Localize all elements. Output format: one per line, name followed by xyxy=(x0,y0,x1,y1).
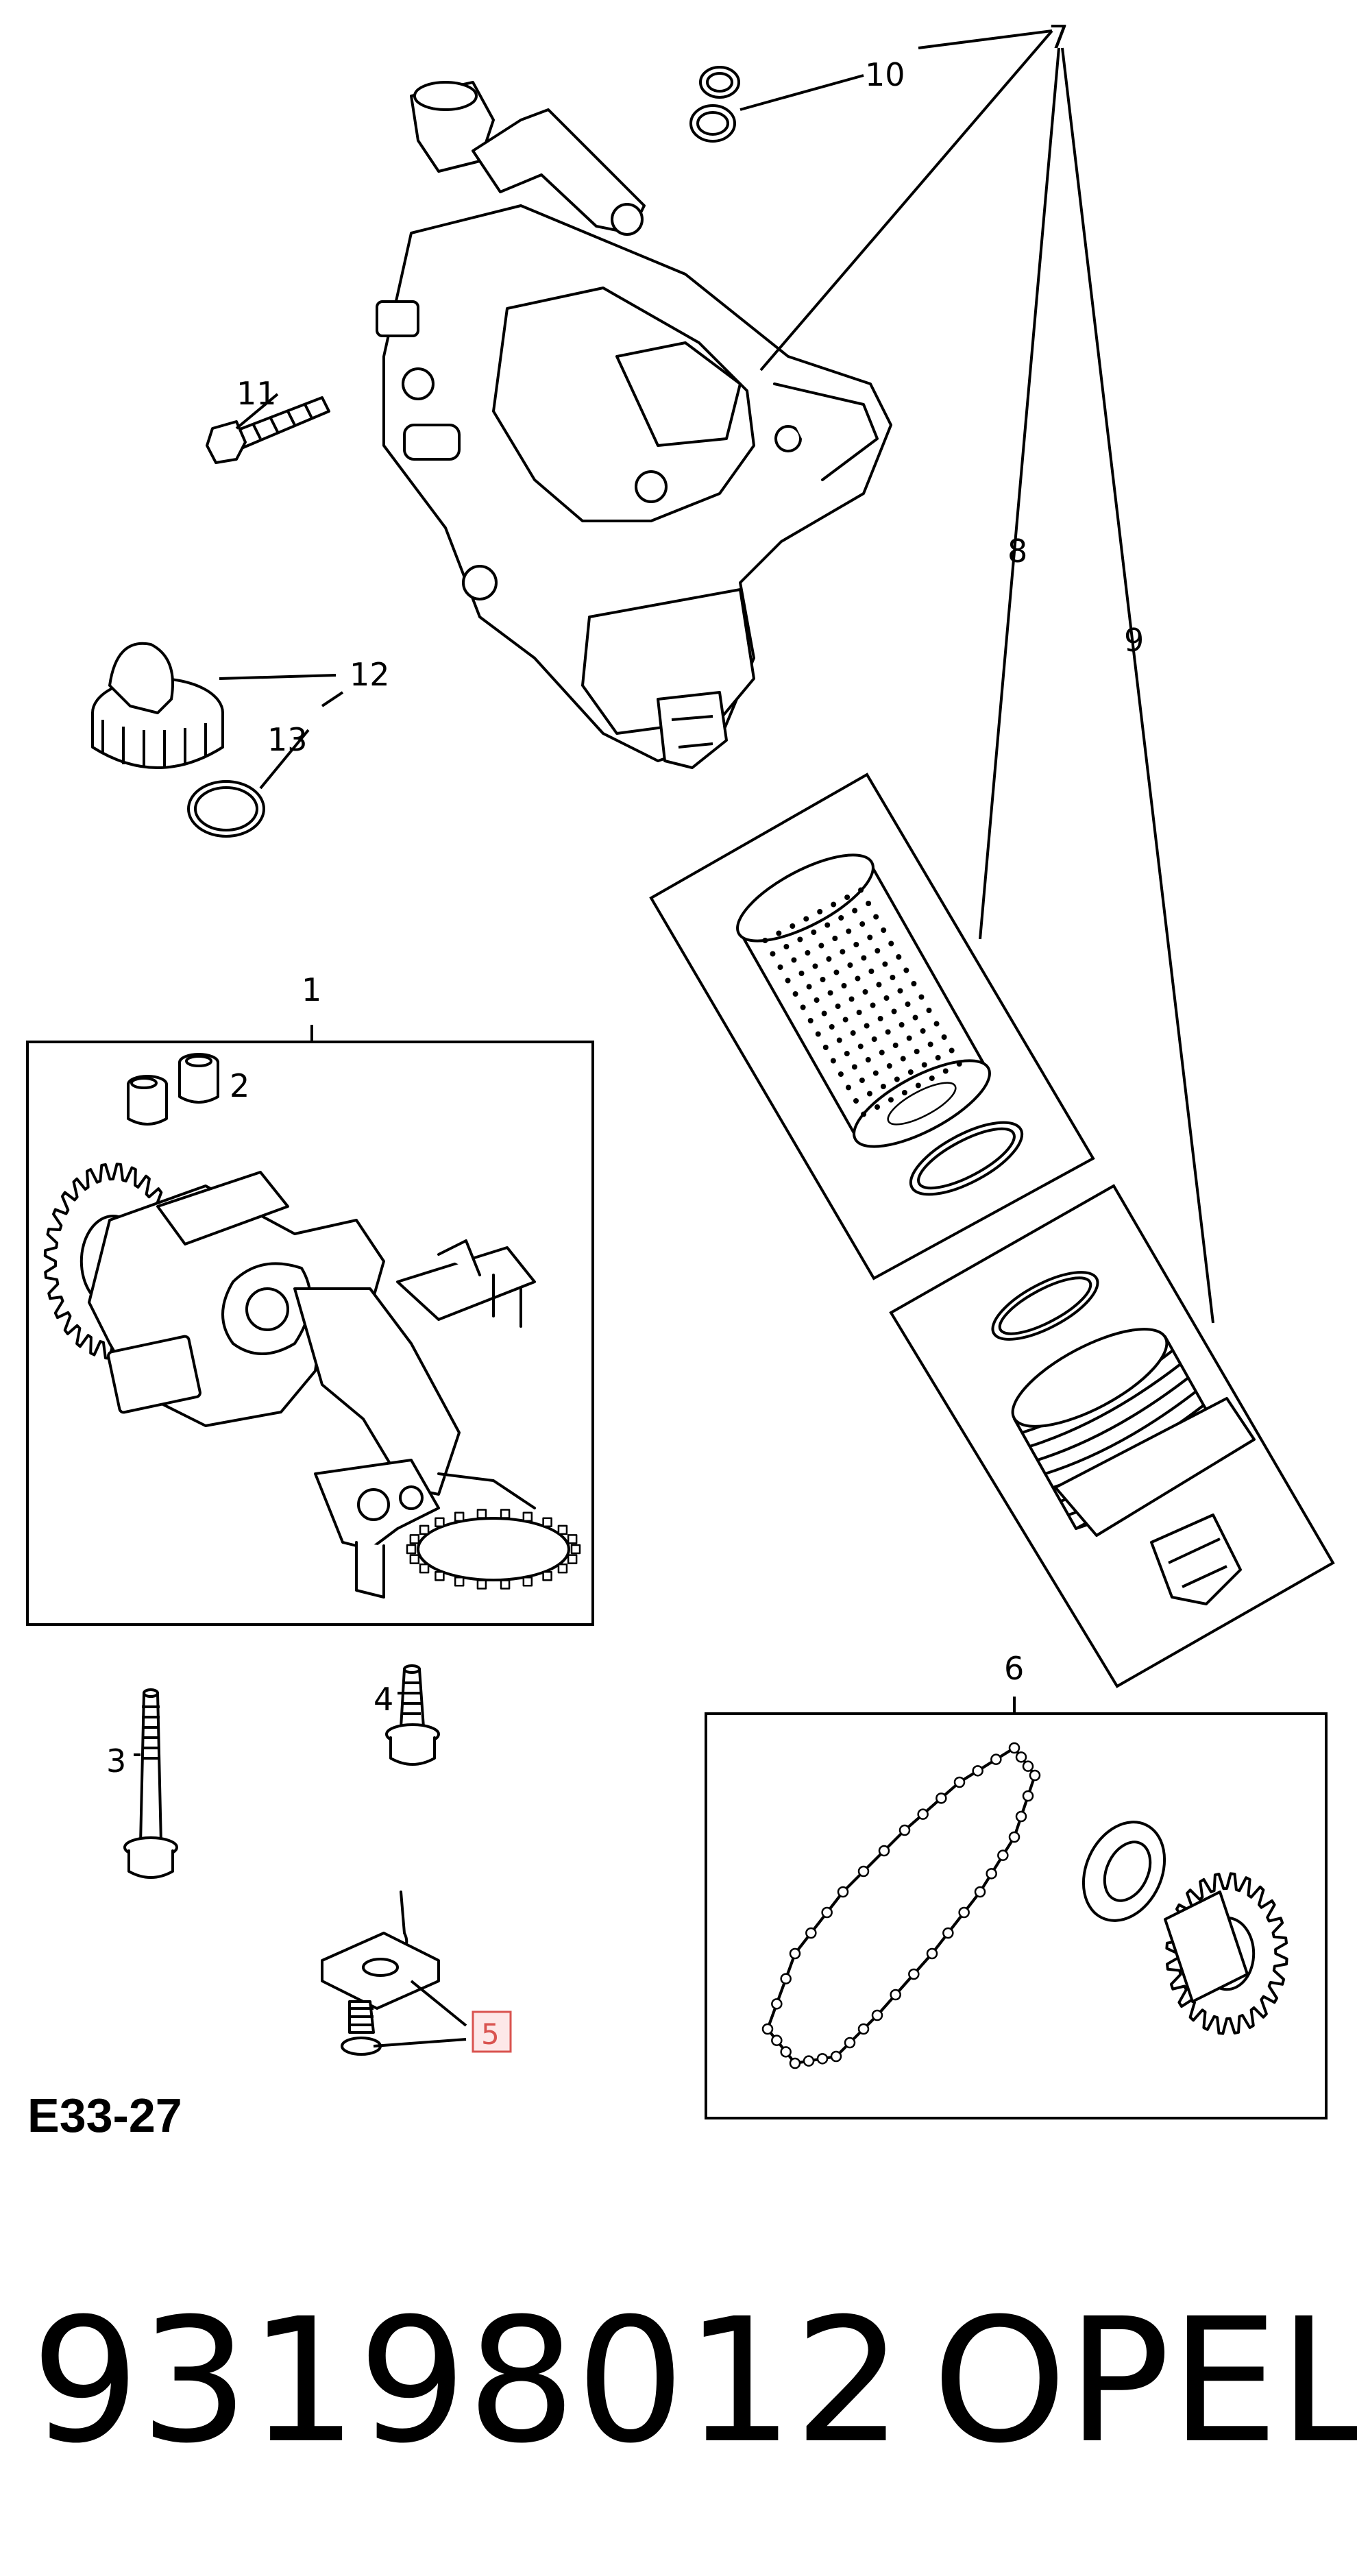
callout-10: 10 xyxy=(865,56,905,93)
callout-12: 12 xyxy=(350,656,390,693)
oil-filler-cap-12[interactable] xyxy=(91,642,224,769)
callout-5-highlight[interactable] xyxy=(472,2010,512,2053)
callout-11: 11 xyxy=(236,375,277,412)
callout-1: 1 xyxy=(302,971,321,1008)
callout-2: 2 xyxy=(230,1067,249,1104)
timing-chain xyxy=(761,1742,1041,2069)
oil-pump-panel[interactable] xyxy=(26,1041,594,1626)
callout-6: 6 xyxy=(1004,1650,1024,1687)
callout-7: 7 xyxy=(1049,19,1068,56)
callout-9: 9 xyxy=(1124,622,1144,659)
section-code: E33-27 xyxy=(27,2089,182,2142)
callout-13: 13 xyxy=(267,721,308,758)
callout-4: 4 xyxy=(374,1681,393,1718)
callout-3: 3 xyxy=(106,1742,126,1779)
oil-filter-housing[interactable] xyxy=(376,81,892,769)
part-number: 93198012 xyxy=(31,2281,903,2481)
callout-labels: 7 10 11 8 9 12 13 1 2 6 4 3 5 xyxy=(106,19,1144,2053)
relief-valve-5[interactable] xyxy=(321,1891,440,2056)
callout-5: 5 xyxy=(481,2017,500,2051)
seal-ring-10[interactable] xyxy=(689,66,740,143)
bolt-4[interactable] xyxy=(385,1664,440,1766)
seal-ring-13[interactable] xyxy=(187,780,265,838)
brand-name: OPEL xyxy=(932,2281,1357,2481)
timing-chain-panel[interactable] xyxy=(705,1712,1328,2119)
strainer-rim xyxy=(406,1509,581,1590)
filter-cap-panel[interactable] xyxy=(889,1184,1335,1688)
perforation-pattern xyxy=(762,887,962,1117)
bolt-3[interactable] xyxy=(123,1688,178,1879)
leader-lines xyxy=(134,29,1214,2048)
callout-8: 8 xyxy=(1007,533,1027,570)
bushings-2[interactable] xyxy=(127,1053,219,1126)
filter-element-panel[interactable] xyxy=(649,773,1095,1280)
bolt-11[interactable] xyxy=(206,396,330,464)
